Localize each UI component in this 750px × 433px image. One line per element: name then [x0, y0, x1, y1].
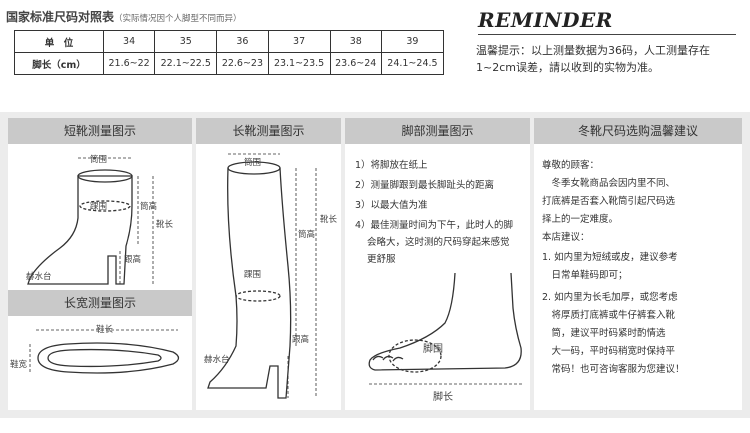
- short-boot-panel: 短靴测量图示 筒围 踝围 筒高 靴长 跟高 赫水台 长宽测量图示 鞋长 鞋宽: [8, 118, 192, 410]
- foot-length-label: 脚长: [433, 392, 453, 403]
- width-panel-title: 长宽测量图示: [8, 290, 192, 316]
- length-cell: 22.6~23: [216, 52, 269, 75]
- short-boot-illustration: [27, 157, 154, 285]
- length-cell: 22.1~22.5: [154, 52, 218, 75]
- reminder-divider: [478, 34, 736, 35]
- foot-step: 会略大，这时测的尺码穿起来感觉: [367, 237, 510, 248]
- short-boot-tube-height-label: 筒高: [140, 202, 158, 212]
- short-boot-length-label: 靴长: [156, 220, 174, 230]
- long-boot-heel-height-label: 跟高: [292, 335, 310, 345]
- foot-step: 2）测量脚跟到最长脚趾头的距离: [355, 180, 495, 191]
- foot-step: 4）最佳测量时间为下午，此时人的脚: [355, 220, 514, 231]
- foot-panel: 脚部测量图示 1）将脚放在纸上 2）测量脚跟到最长脚趾头的距离 3）以最大值为准…: [345, 118, 530, 410]
- length-cell: 23.1~23.5: [267, 52, 331, 75]
- length-cell: 21.6~22: [102, 52, 156, 75]
- size-cell: 37: [267, 30, 331, 53]
- winter-advice-line: 尊敬的顾客：: [542, 160, 600, 171]
- size-cell: 39: [380, 30, 445, 53]
- winter-advice-line: 冬季女靴商品会因内里不同、: [542, 178, 676, 189]
- winter-advice-line: 择上的一定难度。: [542, 214, 619, 225]
- short-boot-ankle-circ-label: 踝围: [90, 202, 108, 212]
- winter-advice-line: 打底裤是否套入靴筒引起尺码选: [542, 196, 676, 207]
- winter-advice-line: 日常单鞋码即可；: [542, 270, 628, 281]
- long-boot-panel: 长靴测量图示 筒围 筒高 靴长 踝围 跟高 赫水台: [196, 118, 341, 410]
- size-chart-title-text: 国家标准尺码对照表: [6, 10, 115, 24]
- reminder-title: REMINDER: [478, 8, 613, 32]
- winter-advice-line: 1. 如内里为短绒或皮，建议参考: [542, 252, 678, 263]
- length-cell: 24.1~24.5: [380, 52, 445, 75]
- size-cell: 36: [216, 30, 269, 53]
- length-row-label: 脚长（cm）: [14, 52, 104, 75]
- width-illustration: [29, 329, 180, 374]
- size-cell: 35: [154, 30, 218, 53]
- size-row: 单 位 34 35 36 37 38 39: [14, 30, 445, 53]
- length-cell: 23.6~24: [329, 52, 382, 75]
- long-boot-length-label: 靴长: [320, 215, 338, 225]
- size-chart-title: 国家标准尺码对照表（实际情况因个人脚型不同而异）: [6, 8, 242, 25]
- winter-advice-line: 大一码，平时码稍宽时保持平: [542, 346, 676, 357]
- long-boot-brand-label: 赫水台: [204, 355, 230, 365]
- foot-step: 1）将脚放在纸上: [355, 160, 428, 171]
- shoe-width-label: 鞋宽: [10, 360, 28, 370]
- size-row-label: 单 位: [14, 30, 104, 53]
- length-row: 脚长（cm） 21.6~22 22.1~22.5 22.6~23 23.1~23…: [14, 52, 445, 75]
- long-boot-panel-title: 长靴测量图示: [196, 118, 341, 144]
- winter-advice-line: 筒，建议平时码紧时酌情选: [542, 328, 666, 339]
- short-boot-brand-label: 赫水台: [26, 272, 52, 282]
- size-chart-table: 单 位 34 35 36 37 38 39 脚长（cm） 21.6~22 22.…: [14, 30, 445, 75]
- foot-illustration: [368, 272, 523, 385]
- winter-advice-title: 冬靴尺码选购温馨建议: [534, 118, 742, 144]
- reminder-text: 温馨提示：以上测量数据为36码，人工测量存在1~2cm误差，請以收到的实物为准。: [476, 44, 710, 74]
- winter-advice-line: 常码！也可咨询客服为您建议！: [542, 364, 685, 375]
- shoe-length-label: 鞋长: [96, 325, 114, 335]
- long-boot-illustration: [207, 153, 317, 399]
- winter-advice-line: 2. 如内里为长毛加厚，或您考虑: [542, 292, 678, 303]
- long-boot-tube-height-label: 筒高: [298, 230, 316, 240]
- foot-step: 3）以最大值为准: [355, 200, 428, 211]
- foot-step: 更舒服: [367, 254, 396, 265]
- foot-panel-title: 脚部测量图示: [345, 118, 530, 144]
- short-boot-panel-title: 短靴测量图示: [8, 118, 192, 144]
- long-boot-ankle-circ-label: 踝围: [244, 270, 262, 280]
- winter-advice-line: 本店建议：: [542, 232, 590, 243]
- winter-advice-panel: 冬靴尺码选购温馨建议 尊敬的顾客： 冬季女靴商品会因内里不同、 打底裤是否套入靴…: [534, 118, 742, 410]
- size-cell: 34: [102, 30, 156, 53]
- short-boot-heel-height-label: 跟高: [124, 255, 142, 265]
- size-chart-note: （实际情况因个人脚型不同而异）: [114, 14, 242, 24]
- short-boot-tube-circ-label: 筒围: [90, 155, 108, 165]
- long-boot-tube-circ-label: 筒围: [244, 158, 262, 168]
- winter-advice-line: 将厚质打底裤或牛仔裤套入靴: [542, 310, 676, 321]
- foot-circ-label: 脚围: [423, 344, 443, 355]
- size-cell: 38: [329, 30, 382, 53]
